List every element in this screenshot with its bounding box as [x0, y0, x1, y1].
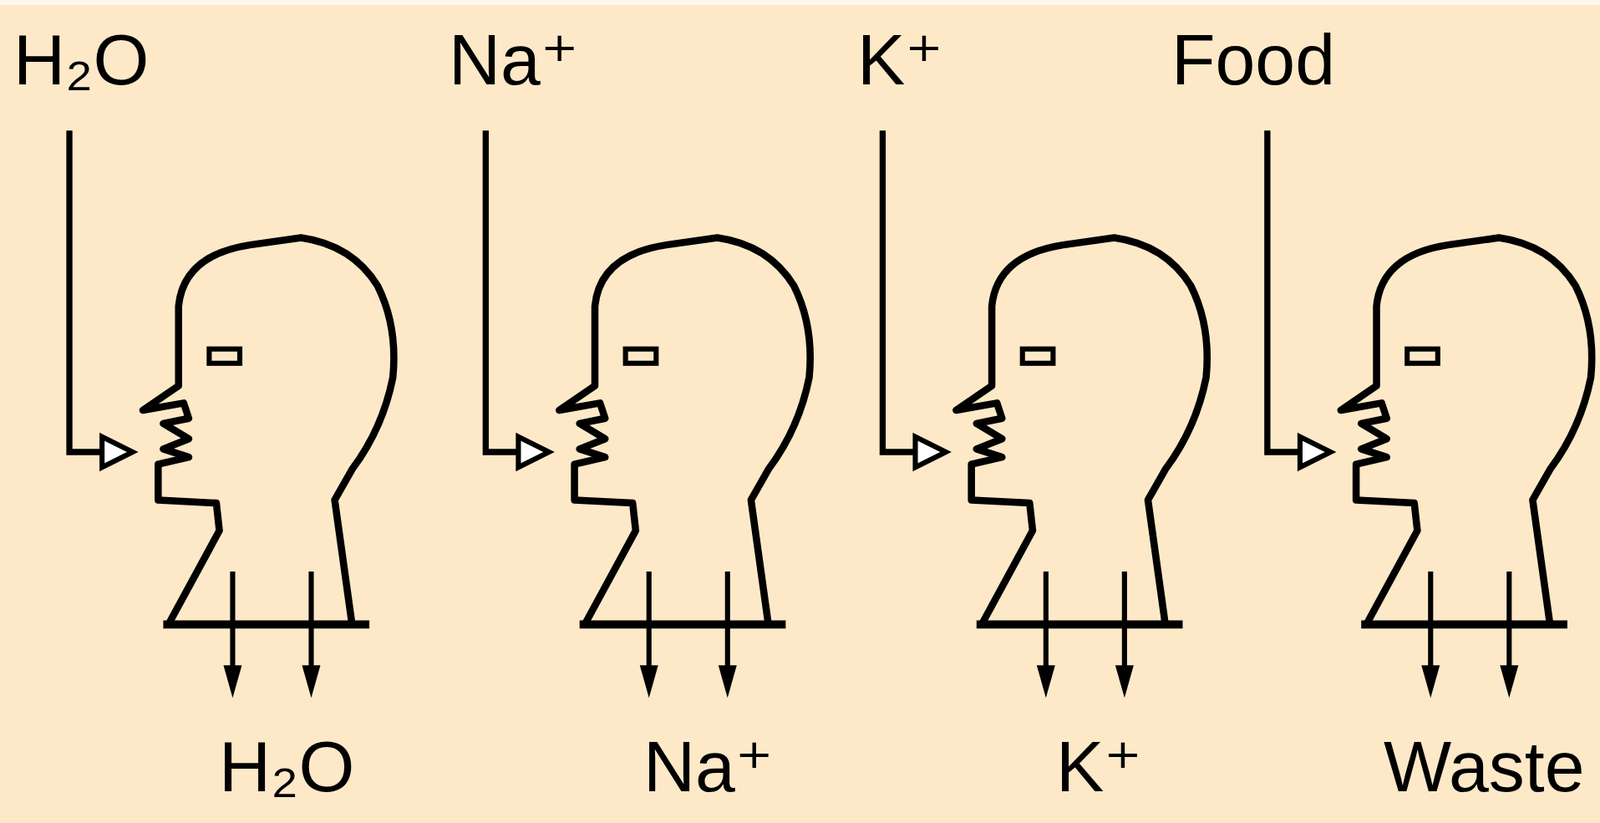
head-figure — [485, 130, 810, 698]
input-label: Na⁺ — [448, 23, 579, 96]
output-label: H₂O — [218, 730, 355, 803]
input-label: K⁺ — [857, 23, 944, 96]
output-label: Waste — [1383, 730, 1585, 803]
output-label: Na⁺ — [643, 730, 773, 803]
input-label: Food — [1171, 23, 1336, 96]
head-figure — [69, 130, 394, 698]
head-figure — [882, 130, 1207, 698]
output-label: K⁺ — [1056, 730, 1143, 803]
head-figure — [1267, 130, 1592, 698]
input-label: H₂O — [13, 23, 149, 96]
